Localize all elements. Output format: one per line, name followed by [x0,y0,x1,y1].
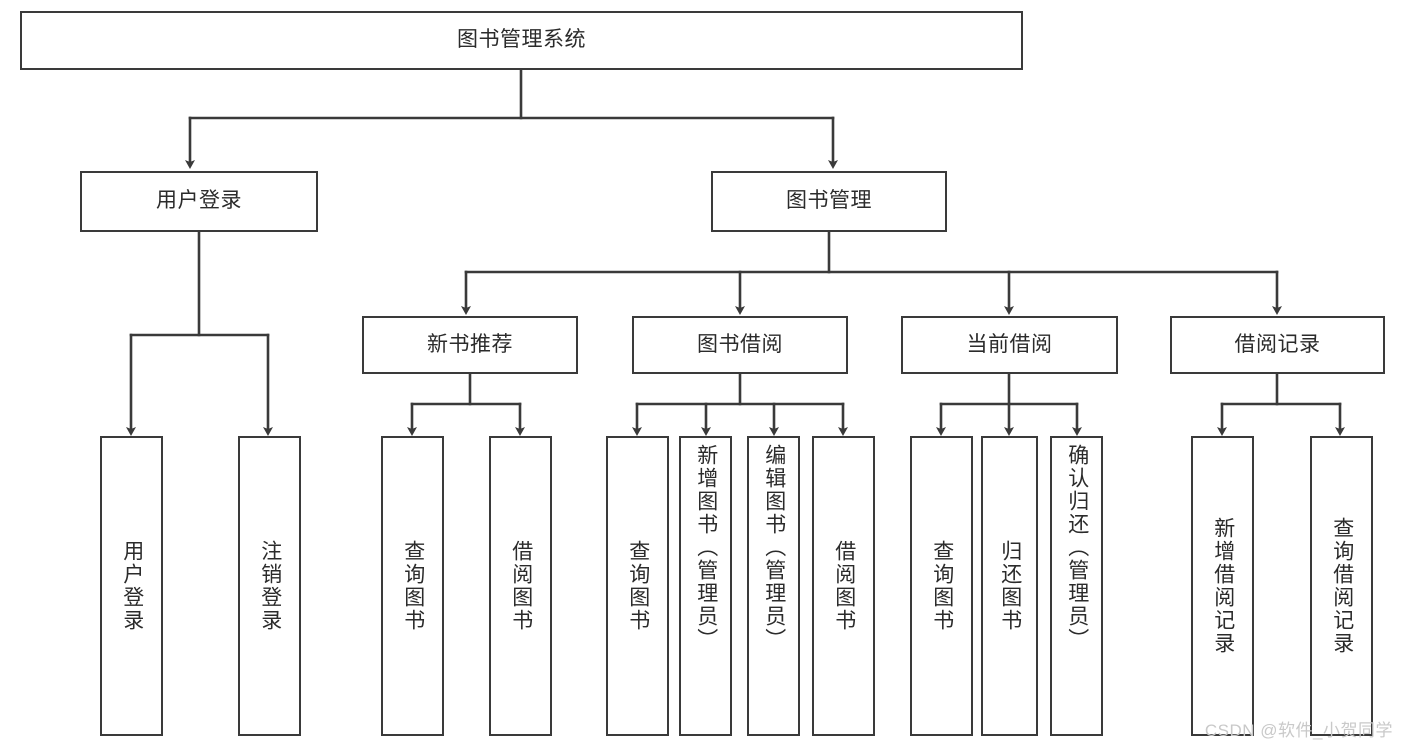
node-leaf-borrow-book-1-label: 借阅图书 [509,540,533,632]
node-user-login-label: 用户登录 [156,189,242,213]
node-leaf-query-record-label: 查询借阅记录 [1330,517,1354,655]
node-new-book-rec[interactable]: 新书推荐 [362,316,578,374]
node-book-borrow[interactable]: 图书借阅 [632,316,848,374]
node-leaf-query-book-3-label: 查询图书 [930,540,954,632]
node-root[interactable]: 图书管理系统 [20,11,1023,70]
node-leaf-add-book-label: 新增图书（管理员） [694,444,718,651]
node-leaf-borrow-book-2-label: 借阅图书 [832,540,856,632]
node-leaf-add-record-label: 新增借阅记录 [1211,517,1235,655]
node-leaf-edit-book-label: 编辑图书（管理员） [762,444,786,651]
node-current-borrow-label: 当前借阅 [966,332,1053,356]
node-leaf-query-book-3[interactable]: 查询图书 [910,436,973,736]
node-leaf-borrow-book-1[interactable]: 借阅图书 [489,436,552,736]
node-leaf-add-book[interactable]: 新增图书（管理员） [679,436,732,736]
node-user-login[interactable]: 用户登录 [80,171,318,232]
node-leaf-logout[interactable]: 注销登录 [238,436,301,736]
node-leaf-borrow-book-2[interactable]: 借阅图书 [812,436,875,736]
node-leaf-query-book-1-label: 查询图书 [401,540,425,632]
node-new-book-rec-label: 新书推荐 [427,332,513,356]
node-leaf-query-book-2[interactable]: 查询图书 [606,436,669,736]
node-leaf-return-book-label: 归还图书 [998,540,1022,632]
node-root-label: 图书管理系统 [457,28,586,52]
node-leaf-edit-book[interactable]: 编辑图书（管理员） [747,436,800,736]
node-borrow-record-label: 借阅记录 [1234,332,1321,356]
node-leaf-user-login[interactable]: 用户登录 [100,436,163,736]
node-leaf-confirm-return-label: 确认归还（管理员） [1065,444,1089,651]
node-leaf-user-login-label: 用户登录 [120,540,144,632]
node-borrow-record[interactable]: 借阅记录 [1170,316,1385,374]
node-leaf-logout-label: 注销登录 [258,540,282,632]
node-leaf-query-book-2-label: 查询图书 [626,540,650,632]
node-book-manage[interactable]: 图书管理 [711,171,947,232]
node-book-manage-label: 图书管理 [786,189,872,213]
node-book-borrow-label: 图书借阅 [697,332,783,356]
node-current-borrow[interactable]: 当前借阅 [901,316,1118,374]
node-leaf-query-book-1[interactable]: 查询图书 [381,436,444,736]
node-leaf-confirm-return[interactable]: 确认归还（管理员） [1050,436,1103,736]
node-leaf-return-book[interactable]: 归还图书 [981,436,1038,736]
node-leaf-add-record[interactable]: 新增借阅记录 [1191,436,1254,736]
node-leaf-query-record[interactable]: 查询借阅记录 [1310,436,1373,736]
